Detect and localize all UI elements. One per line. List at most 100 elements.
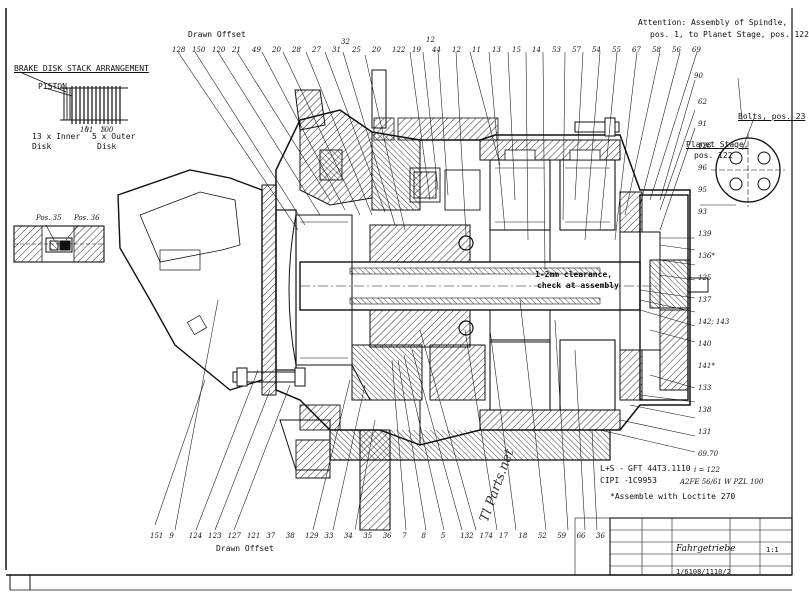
label-32: 32 [341, 38, 350, 46]
planet-stage-end-view [711, 133, 785, 207]
position-label: 55 [612, 46, 621, 54]
position-label: 69 [692, 46, 701, 54]
position-label: 140 [698, 340, 712, 348]
position-label: 128 [172, 46, 186, 54]
position-label: 138 [698, 406, 712, 414]
ls-value: GFT 44T3.1110 [628, 464, 691, 473]
planet-stage-pos: pos. 122 [694, 151, 733, 160]
detail-pos35: Pos. 35 [36, 214, 62, 222]
label-90: 90 [694, 72, 703, 80]
position-label: 27 [312, 46, 321, 54]
position-label: 139 [698, 230, 712, 238]
brake-outer-count: 5 x Outer [92, 132, 136, 141]
position-label: 120 [212, 46, 226, 54]
position-label: 95 [698, 186, 707, 194]
drawn-offset-top: Drawn Offset [188, 30, 246, 39]
loctite-note: *Assemble with Loctite 270 [610, 492, 736, 501]
position-label: 174 [479, 532, 494, 540]
position-label: 141* [698, 362, 715, 370]
position-label: 124 [188, 532, 203, 540]
position-label: 14 [532, 46, 541, 54]
position-label: 28 [292, 46, 301, 54]
clearance-note-2: check at assembly [537, 281, 619, 290]
seal-detail-diagram [13, 224, 105, 263]
ls-ratio: i = 122 [694, 466, 720, 474]
position-label: 142; 143 [698, 318, 730, 326]
position-label: 20 [372, 46, 381, 54]
title-block-scale: 1:1 [766, 546, 779, 554]
position-label: 54 [592, 46, 601, 54]
attention-note-line1: Attention: Assembly of Spindle, [638, 18, 788, 27]
position-label: 121 [246, 532, 261, 540]
position-label: 53 [552, 46, 561, 54]
title-block [574, 517, 793, 576]
position-label: 36 [382, 532, 392, 540]
position-label: 67 [632, 46, 641, 54]
position-label: 129 [305, 532, 319, 540]
clearance-note-1: 1-2mm clearance, [535, 270, 613, 279]
brake-inner-disk: Disk [32, 142, 52, 151]
position-label: 34 [343, 532, 353, 540]
drawn-offset-bottom: Drawn Offset [216, 544, 274, 553]
position-label: 21 [232, 46, 241, 54]
gearbox-assembly-section [117, 69, 709, 531]
position-label: 57 [572, 46, 581, 54]
position-label: 93 [698, 208, 707, 216]
label-12-top: 12 [426, 36, 435, 44]
bolts-callout: Bolts, pos. 23 [738, 112, 806, 121]
position-label: 20 [272, 46, 281, 54]
position-label: 15 [512, 46, 521, 54]
position-label: 33 [324, 532, 334, 540]
callout-leader-lines [154, 51, 755, 531]
position-label: 35 [363, 532, 373, 540]
position-label: 58 [652, 46, 661, 54]
brake-pos-101: 101 [80, 126, 94, 134]
position-label: 52 [537, 532, 547, 540]
position-label: 11 [472, 46, 481, 54]
position-label: 69.70 [698, 450, 719, 458]
brake-piston-label: PISTON [38, 82, 67, 91]
position-label: 151 [150, 532, 164, 540]
position-label: 59 [557, 532, 567, 540]
position-label: 18 [518, 532, 528, 540]
position-label: 136* [698, 252, 715, 260]
position-label: 127 [227, 532, 241, 540]
position-label: 49 [252, 46, 261, 54]
position-label: 17 [499, 532, 508, 540]
position-label: 38 [285, 532, 295, 540]
position-label: 13 [492, 46, 501, 54]
position-label: 37 [266, 532, 276, 540]
position-label: 131 [698, 428, 712, 436]
position-label: 125 [698, 274, 712, 282]
position-label: 56 [672, 46, 681, 54]
position-label: 44 [432, 46, 441, 54]
planet-stage-callout: Planet Stage, [686, 140, 749, 149]
attention-note-line2: pos. 1, to Planet Stage, pos. 122 [650, 30, 809, 39]
position-label: 132 [460, 532, 474, 540]
position-label: 25 [352, 46, 361, 54]
brake-outer-disk: Disk [97, 142, 117, 151]
position-label: 96 [698, 164, 707, 172]
position-label: 137 [698, 296, 712, 304]
detail-pos36: Pos. 36 [74, 214, 100, 222]
position-label: 126 [698, 142, 712, 150]
position-label: 5 [440, 532, 446, 540]
position-label: 9 [169, 532, 174, 540]
title-block-name: Fahrgetriebe [676, 544, 736, 554]
position-label: 91 [698, 120, 707, 128]
position-label: 123 [208, 532, 222, 540]
cipi-motor: A2FE 56/61 W PZL 100 [680, 478, 764, 486]
ls-label: L+S - [600, 464, 625, 473]
position-label: 62 [698, 98, 707, 106]
position-label: 133 [698, 384, 712, 392]
title-block-number: 1/6108/1110/2 [676, 568, 731, 576]
position-label: 12 [452, 46, 461, 54]
position-label: 122 [392, 46, 406, 54]
position-label: 31 [332, 46, 341, 54]
position-label: 19 [412, 46, 421, 54]
brake-title: BRAKE DISK STACK ARRANGEMENT [14, 64, 149, 73]
brake-inner-count: 13 x Inner [32, 132, 81, 141]
cipi-value: 1C9953 [628, 476, 657, 485]
brake-disk-stack-diagram [19, 71, 128, 133]
